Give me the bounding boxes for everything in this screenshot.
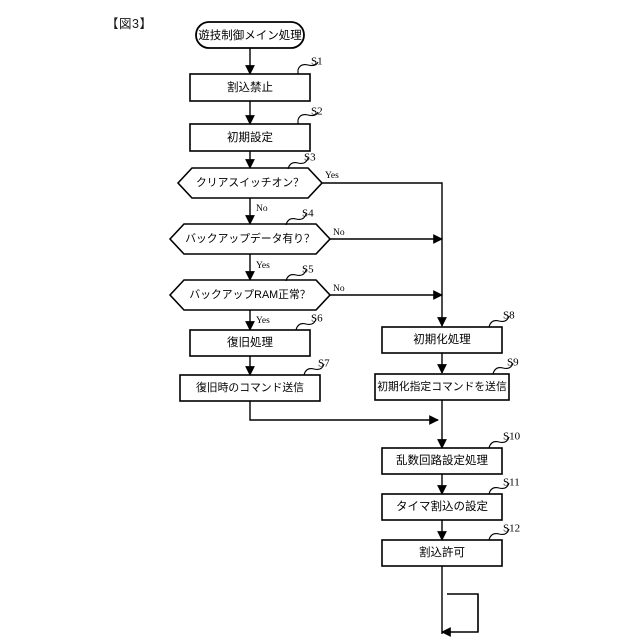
process-box-s6[interactable] — [189, 329, 311, 357]
step-label-s5: S5 — [302, 264, 314, 276]
connector-s3-yes-to-s8 — [313, 182, 447, 327]
process-box-s10[interactable] — [381, 447, 503, 475]
step-label-s9: S9 — [507, 357, 519, 369]
leader-s12 — [488, 528, 510, 541]
process-box-s1[interactable] — [189, 73, 311, 102]
terminator-start-label: 遊技制御メイン処理 — [198, 28, 302, 42]
branch-label-s3-no: No — [256, 204, 268, 214]
process-box-s12[interactable] — [381, 539, 503, 567]
process-box-s8-label: 初期化処理 — [413, 332, 471, 346]
figure-number-label: 【図3】 — [106, 17, 153, 31]
step-label-s12: S12 — [503, 523, 520, 535]
terminator-start[interactable] — [195, 21, 305, 49]
process-box-s11-label: タイマ割込の設定 — [396, 499, 488, 513]
step-label-s4: S4 — [302, 208, 314, 220]
branch-label-s5-no: No — [333, 284, 345, 294]
decision-box-s3[interactable] — [176, 167, 324, 199]
leader-s2 — [297, 111, 319, 124]
connector-s7-to-trunk — [249, 400, 439, 425]
leader-s8 — [488, 315, 510, 328]
step-label-s2: S2 — [311, 106, 323, 118]
decision-box-s4-label: バックアップデータ有り？ — [185, 231, 315, 245]
decision-box-s4[interactable] — [168, 223, 332, 255]
process-box-s7-label: 復旧時のコマンド送信 — [196, 380, 304, 394]
step-label-s7: S7 — [318, 358, 330, 370]
process-box-s12-label: 割込許可 — [419, 545, 465, 559]
leader-s5 — [285, 269, 307, 282]
loop-back-path — [441, 593, 479, 637]
step-label-s3: S3 — [304, 152, 316, 164]
step-label-s1: S1 — [311, 56, 323, 68]
branch-label-s5-yes: Yes — [256, 316, 270, 326]
step-label-s8: S8 — [503, 310, 515, 322]
process-box-s2[interactable] — [189, 123, 311, 152]
branch-label-s4-yes: Yes — [256, 261, 270, 271]
decision-box-s5[interactable] — [168, 279, 332, 311]
leader-s9 — [492, 362, 514, 375]
process-box-s6-label: 復旧処理 — [227, 335, 273, 349]
leader-s4 — [285, 213, 307, 226]
process-box-s1-label: 割込禁止 — [227, 80, 273, 94]
branch-label-s4-no: No — [333, 228, 345, 238]
process-box-s7[interactable] — [179, 374, 321, 402]
process-box-s11[interactable] — [381, 493, 503, 521]
process-box-s10-label: 乱数回路設定処理 — [396, 453, 488, 467]
step-label-s6: S6 — [311, 313, 323, 325]
leader-s11 — [488, 482, 510, 495]
process-box-s9[interactable] — [374, 373, 510, 401]
step-label-s11: S11 — [503, 477, 520, 489]
leader-s3 — [287, 157, 309, 170]
step-label-s10: S10 — [503, 431, 521, 443]
process-box-s9-label: 初期化指定コマンドを送信 — [377, 379, 507, 393]
leader-s6 — [295, 318, 317, 331]
process-box-s8[interactable] — [381, 326, 503, 354]
leader-s10 — [488, 436, 510, 449]
leader-s7 — [303, 363, 325, 376]
decision-box-s5-label: バックアップRAM正常？ — [189, 288, 310, 301]
leader-s1 — [297, 61, 319, 74]
decision-box-s3-label: クリアスイッチオン？ — [196, 176, 304, 189]
process-box-s2-label: 初期設定 — [227, 130, 273, 144]
branch-label-s3-yes: Yes — [325, 171, 339, 181]
